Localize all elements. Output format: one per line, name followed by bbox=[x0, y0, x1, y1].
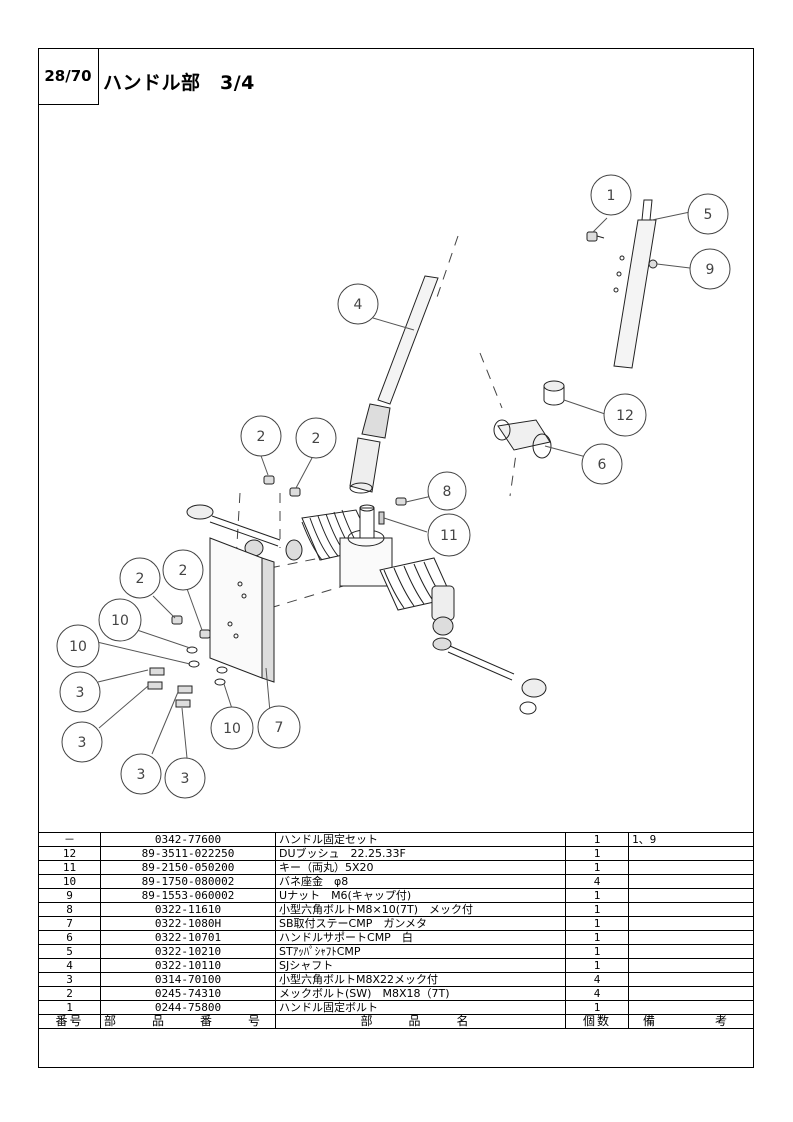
callout-3a: 3 bbox=[59, 671, 101, 713]
svg-text:10: 10 bbox=[111, 613, 129, 629]
right-tie-rod bbox=[432, 637, 547, 715]
svg-text:5: 5 bbox=[704, 207, 713, 223]
svg-text:3: 3 bbox=[137, 767, 146, 783]
part-11-key bbox=[378, 511, 385, 525]
header-part-no: 部 品 番 号 bbox=[99, 1014, 277, 1029]
svg-text:3: 3 bbox=[181, 771, 190, 787]
svg-text:2: 2 bbox=[257, 429, 266, 445]
header-name: 部 品 名 bbox=[275, 1014, 567, 1029]
header-qty: 個数 bbox=[565, 1014, 630, 1029]
svg-text:2: 2 bbox=[312, 431, 321, 447]
callout-2a: 2 bbox=[240, 415, 282, 457]
svg-text:10: 10 bbox=[223, 721, 241, 737]
page-title: ハンドル部 3/4 bbox=[103, 72, 255, 94]
part-3-bolts bbox=[147, 667, 193, 708]
table-header-row: 番号 部 品 番 号 部 品 名 個数 備 考 bbox=[38, 1014, 754, 1029]
part-7-bracket bbox=[209, 537, 275, 683]
exploded-parts-drawing: 1 5 9 4 12 6 2 2 8 11 2 2 10 10 3 3 3 3 … bbox=[56, 174, 731, 799]
callout-2d: 2 bbox=[162, 549, 204, 591]
svg-text:1: 1 bbox=[607, 188, 616, 204]
callout-10b: 10 bbox=[56, 624, 100, 668]
page-frame bbox=[38, 48, 754, 1068]
callout-3b: 3 bbox=[61, 721, 103, 763]
callout-6: 6 bbox=[581, 443, 623, 485]
callout-7: 7 bbox=[257, 705, 301, 749]
header-no: 番号 bbox=[38, 1014, 101, 1029]
svg-text:12: 12 bbox=[616, 408, 634, 424]
steering-gearbox bbox=[244, 504, 455, 636]
callout-8: 8 bbox=[427, 471, 467, 511]
part-8-bolt bbox=[395, 497, 407, 506]
callout-2c: 2 bbox=[119, 557, 161, 599]
callout-1: 1 bbox=[590, 174, 632, 216]
svg-text:10: 10 bbox=[69, 639, 87, 655]
svg-text:6: 6 bbox=[598, 457, 607, 473]
callout-10c: 10 bbox=[210, 706, 254, 750]
svg-text:2: 2 bbox=[179, 563, 188, 579]
leader-lines bbox=[96, 211, 691, 759]
callout-11: 11 bbox=[427, 513, 471, 557]
part-5-upper-shaft bbox=[613, 199, 657, 369]
svg-text:9: 9 bbox=[706, 262, 715, 278]
svg-text:4: 4 bbox=[354, 297, 363, 313]
callout-5: 5 bbox=[687, 193, 729, 235]
callout-12: 12 bbox=[603, 393, 647, 437]
svg-text:11: 11 bbox=[440, 528, 458, 544]
header-note: 備 考 bbox=[628, 1014, 754, 1029]
callout-2b: 2 bbox=[295, 417, 337, 459]
part-12-bushing bbox=[543, 380, 565, 406]
part-9-nut bbox=[648, 259, 658, 269]
page-number: 28/70 bbox=[38, 48, 99, 105]
part-4-sj-shaft bbox=[349, 275, 439, 494]
callout-4: 4 bbox=[337, 283, 379, 325]
svg-text:8: 8 bbox=[443, 484, 452, 500]
svg-text:3: 3 bbox=[76, 685, 85, 701]
svg-text:2: 2 bbox=[136, 571, 145, 587]
callout-3d: 3 bbox=[164, 757, 206, 799]
callout-3c: 3 bbox=[120, 753, 162, 795]
svg-text:3: 3 bbox=[78, 735, 87, 751]
left-tie-rod bbox=[186, 504, 303, 561]
callout-10a: 10 bbox=[98, 598, 142, 642]
svg-text:7: 7 bbox=[275, 720, 284, 736]
part-1-bolt bbox=[586, 231, 605, 242]
part-6-handle-support bbox=[493, 419, 552, 459]
callout-9: 9 bbox=[689, 248, 731, 290]
